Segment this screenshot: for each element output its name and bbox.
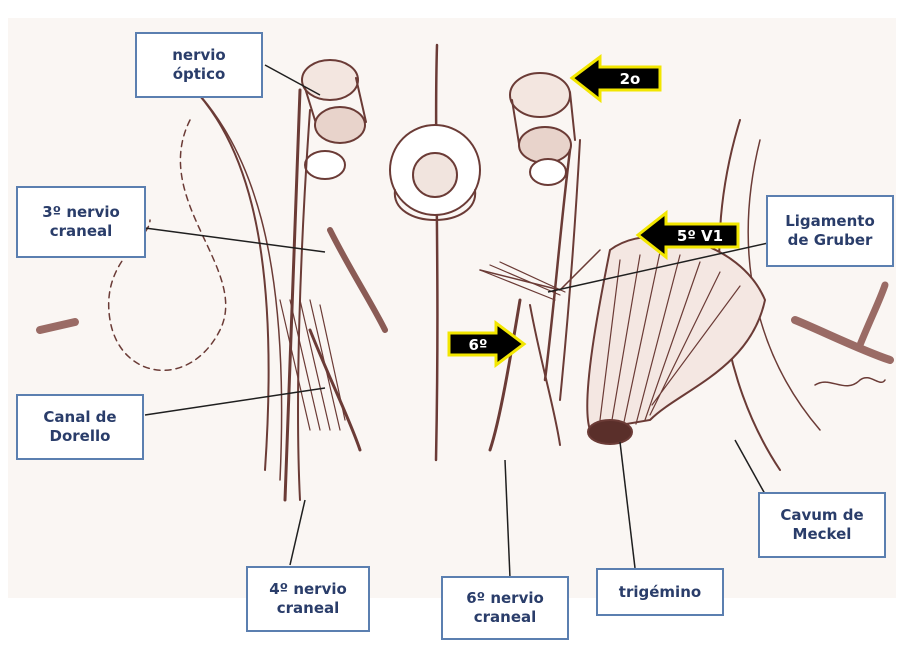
arrow-sixth-label: 6º: [469, 336, 488, 354]
label-dorello-canal: Canal de Dorello: [16, 394, 144, 460]
label-sixth-cranial-nerve: 6º nervio craneal: [441, 576, 569, 640]
label-fourth-cranial-nerve: 4º nervio craneal: [246, 566, 370, 632]
label-trigeminal: trigémino: [596, 568, 724, 616]
label-optic-nerve: nervio óptico: [135, 32, 263, 98]
arrow-second-label: 2o: [620, 70, 641, 88]
label-gruber-ligament: Ligamento de Gruber: [766, 195, 894, 267]
arrow-fifth-v1-label: 5º V1: [677, 227, 723, 245]
label-cavum-meckel: Cavum de Meckel: [758, 492, 886, 558]
label-third-cranial-nerve: 3º nervio craneal: [16, 186, 146, 258]
